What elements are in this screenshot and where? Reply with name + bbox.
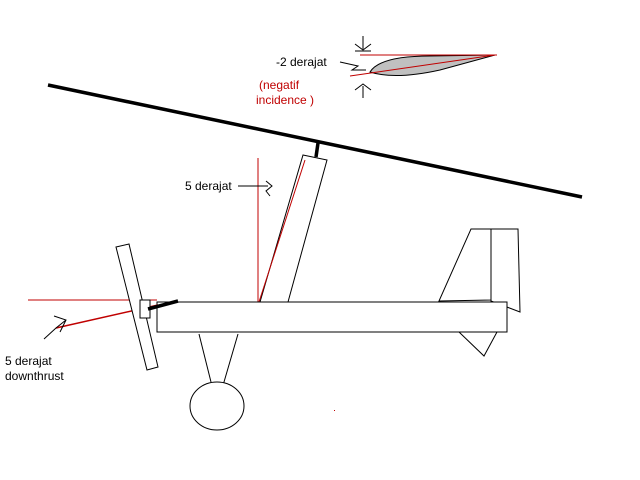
downthrust-arrow — [43, 319, 67, 340]
upper-angle-arrowhead-icon — [354, 43, 372, 51]
tail-fin — [438, 228, 492, 302]
mast-axis-line — [257, 159, 306, 306]
rudder — [490, 228, 521, 313]
fuselage — [156, 301, 508, 333]
incidence-note-line-1: (negatif — [259, 78, 300, 92]
incidence-note-line-2: incidence ) — [256, 93, 315, 107]
landing-gear-wheel — [189, 381, 245, 431]
rotor-blade — [47, 83, 583, 199]
propeller-shaft — [147, 299, 179, 311]
rotor-mast — [259, 154, 328, 303]
stray-dot — [334, 410, 335, 411]
incidence-label-pointer — [339, 61, 366, 71]
downthrust-arrowhead-icon — [53, 315, 67, 333]
lower-tail — [457, 331, 498, 357]
mast-angle-arrowhead-icon — [265, 180, 273, 197]
rotor-hub — [314, 142, 320, 158]
downthrust-label-line-2: downthrust — [5, 369, 64, 383]
propeller — [115, 243, 159, 371]
chord-line — [349, 54, 496, 77]
lower-angle-arrowhead-icon — [354, 83, 372, 91]
downthrust-label-line-1: 5 derajat — [5, 354, 52, 368]
mast-tilt-label: 5 derajat — [185, 179, 232, 193]
incidence-angle-label: -2 derajat — [276, 55, 327, 69]
